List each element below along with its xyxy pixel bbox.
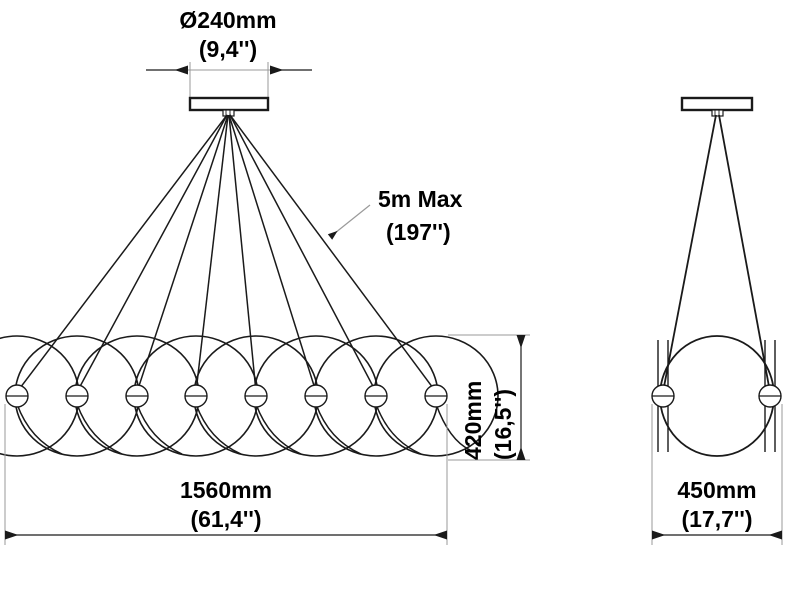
cluster-width-metric-label: 1560mm	[180, 477, 272, 503]
socket-7	[364, 384, 388, 408]
drop-length-metric-label: 5m Max	[378, 186, 463, 212]
side-globe	[659, 335, 775, 457]
front-suspension-cables	[16, 114, 437, 393]
side-socket-stems	[657, 340, 776, 452]
cable-7	[229, 114, 377, 393]
canopy-diameter-metric-label: Ø240mm	[179, 7, 276, 33]
cable-tail-4	[195, 403, 242, 455]
side-cable-right	[718, 114, 771, 393]
cable-2	[76, 114, 228, 393]
cluster-height-imperial-label: (16,5'')	[490, 389, 516, 460]
cable-5	[228, 114, 257, 393]
side-width-dimension: 450mm (17,7'')	[651, 404, 783, 545]
socket-4	[184, 384, 208, 408]
cluster-width-dimension: 1560mm (61,4'')	[4, 404, 448, 545]
side-sockets	[651, 384, 782, 408]
socket-5	[244, 384, 268, 408]
cable-tail-7	[375, 403, 422, 455]
cable-tail-2	[76, 403, 123, 455]
front-canopy-plate	[188, 96, 270, 112]
cable-tail-8	[435, 403, 471, 451]
cable-4	[195, 114, 229, 393]
socket-3	[125, 384, 149, 408]
cable-tail-5	[255, 403, 302, 455]
cable-tail-1	[16, 403, 63, 455]
drop-length-imperial-label: (197'')	[386, 219, 451, 245]
side-width-imperial-label: (17,7'')	[681, 506, 752, 532]
canopy-diameter-imperial-label: (9,4'')	[199, 36, 257, 62]
side-width-metric-label: 450mm	[677, 477, 756, 503]
cable-tail-6	[315, 403, 362, 455]
side-canopy-plate	[680, 96, 754, 112]
side-socket-left	[651, 384, 675, 408]
cluster-height-dimension: 420mm (16,5'')	[448, 334, 530, 461]
socket-6	[304, 384, 328, 408]
side-view-group	[651, 96, 782, 457]
cable-tail-3	[136, 403, 183, 455]
front-sockets	[5, 384, 448, 408]
side-suspension-cables	[662, 114, 771, 393]
drop-length-annotation: 5m Max (197'')	[327, 186, 463, 245]
cable-8	[229, 114, 437, 393]
canopy-diameter-dimension: Ø240mm (9,4'')	[146, 7, 312, 100]
socket-8	[424, 384, 448, 408]
side-socket-right	[758, 384, 782, 408]
cluster-width-imperial-label: (61,4'')	[190, 506, 261, 532]
cable-3	[136, 114, 229, 393]
socket-2	[65, 384, 89, 408]
cluster-height-metric-label: 420mm	[460, 381, 486, 460]
cable-6	[228, 114, 317, 393]
cable-1	[16, 114, 228, 393]
side-cable-left	[662, 114, 717, 393]
front-lower-cable-tails	[16, 403, 471, 455]
socket-1	[5, 384, 29, 408]
front-view-group	[0, 96, 499, 457]
side-cable-gland	[711, 109, 724, 117]
leader-line	[327, 204, 371, 240]
